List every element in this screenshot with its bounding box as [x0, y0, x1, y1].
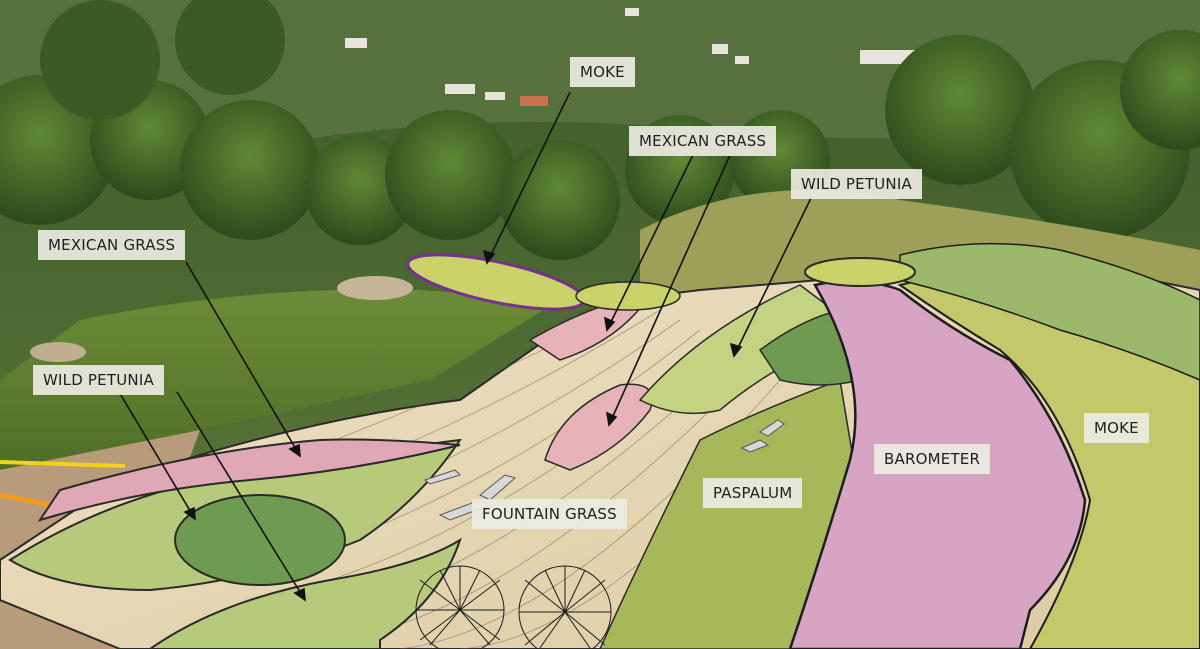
- moke-top-ellipse: [804, 257, 916, 287]
- yellow-line-marker: [0, 460, 126, 468]
- pointer-arrows: [118, 91, 813, 602]
- tree-canopies: [0, 0, 1200, 260]
- label-moke-top: MOKE: [570, 57, 635, 87]
- grass-ellipse: [575, 281, 681, 311]
- label-wild-petunia-left: WILD PETUNIA: [33, 365, 164, 395]
- lawn-area: [0, 289, 560, 470]
- mexican-grass-left-area: [37, 438, 461, 522]
- boulder-left: [337, 276, 413, 300]
- label-barometer: BAROMETER: [874, 444, 991, 474]
- label-fountain-grass: FOUNTAIN GRASS: [472, 499, 627, 529]
- label-wild-petunia-top: WILD PETUNIA: [791, 169, 922, 199]
- moke-right-top-band: [899, 242, 1200, 381]
- green-shrub-cluster: [174, 494, 346, 586]
- label-mexican-grass-left: MEXICAN GRASS: [38, 230, 186, 260]
- spiky-plant-symbols: [415, 565, 612, 649]
- label-mexican-grass-top: MEXICAN GRASS: [629, 126, 777, 156]
- orange-line-marker: [0, 492, 51, 508]
- label-moke-right: MOKE: [1084, 413, 1149, 443]
- label-paspalum: PASPALUM: [703, 478, 803, 508]
- boulder-far-left: [30, 342, 86, 362]
